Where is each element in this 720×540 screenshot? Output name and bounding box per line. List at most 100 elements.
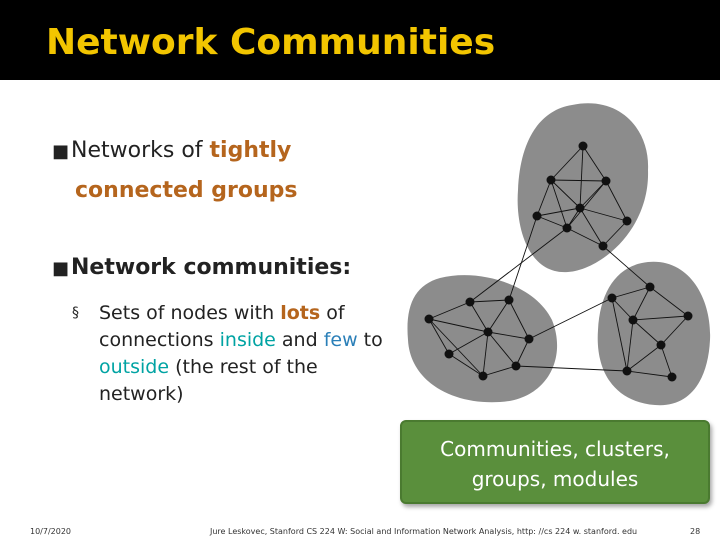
network-edge xyxy=(536,215,568,229)
network-edge xyxy=(508,215,538,301)
caption-line-2: groups, modules xyxy=(471,467,639,491)
network-node xyxy=(465,297,475,307)
sub-bullet-text: Sets of nodes with lots of connections i… xyxy=(99,300,398,408)
network-edge xyxy=(660,315,689,346)
bullet-square-icon: ■ xyxy=(52,258,70,279)
bullet-1-text-b: tightly xyxy=(209,138,292,163)
network-edge xyxy=(632,319,662,346)
network-node xyxy=(607,293,617,303)
network-edge xyxy=(566,180,607,229)
network-edge xyxy=(469,301,489,333)
network-node xyxy=(511,361,521,371)
network-edge xyxy=(487,331,517,367)
network-edge xyxy=(626,319,634,372)
network-edge xyxy=(602,220,628,247)
caption-text: Communities, clusters, groups, modules xyxy=(402,434,708,494)
network-edge xyxy=(428,318,489,333)
network-edge xyxy=(428,318,484,377)
sub-bullet-part: outside xyxy=(99,356,170,378)
network-node xyxy=(628,315,638,325)
network-edge xyxy=(448,353,484,377)
network-edge xyxy=(582,145,607,182)
community-blob xyxy=(407,275,558,403)
sub-bullet: § Sets of nodes with lots of connections… xyxy=(72,300,398,408)
network-edge xyxy=(579,207,604,247)
sub-bullet-part: and xyxy=(275,329,324,351)
network-edge xyxy=(579,145,584,209)
network-node xyxy=(546,175,556,185)
network-node xyxy=(424,314,434,324)
network-edge xyxy=(515,365,628,372)
network-edge xyxy=(626,370,673,378)
title-bar xyxy=(0,0,720,80)
network-edge xyxy=(536,179,552,217)
footer-page-number: 28 xyxy=(690,527,701,536)
network-node xyxy=(504,295,514,305)
network-edge xyxy=(602,245,651,288)
network-edge xyxy=(632,286,651,321)
network-edge xyxy=(487,299,510,333)
network-node xyxy=(524,334,534,344)
community-blob xyxy=(517,103,649,273)
slide-title: Network Communities xyxy=(46,22,496,63)
caption-box: Communities, clusters, groups, modules xyxy=(400,420,710,504)
network-node xyxy=(575,203,585,213)
network-node xyxy=(622,366,632,376)
network-node xyxy=(645,282,655,292)
network-edge xyxy=(579,180,607,209)
sub-bullet-part: of connections xyxy=(99,302,345,351)
bullet-2: ■Network communities: xyxy=(52,255,351,280)
sub-bullet-part: few xyxy=(323,329,358,351)
footer-citation: Jure Leskovec, Stanford CS 224 W: Social… xyxy=(210,527,638,536)
network-edge xyxy=(611,297,634,321)
network-edge xyxy=(508,299,530,340)
network-node xyxy=(483,327,493,337)
bullet-1: ■Networks of tightly xyxy=(52,138,291,163)
bullet-1-text-a: Networks of xyxy=(71,138,210,163)
community-blob xyxy=(597,261,711,406)
bullet-1-text-c: connected groups xyxy=(75,178,298,203)
network-edge xyxy=(611,286,651,299)
network-edge xyxy=(428,301,471,320)
sub-bullet-part: lots xyxy=(280,302,321,324)
network-node xyxy=(562,223,572,233)
sub-bullet-icon: § xyxy=(72,305,79,321)
network-edge xyxy=(550,179,581,209)
sub-bullet-part: to xyxy=(357,329,383,351)
bullet-2-text: Network communities: xyxy=(71,255,352,280)
network-node xyxy=(532,211,542,221)
network-edge xyxy=(448,331,489,355)
network-edge xyxy=(579,207,628,222)
network-edge xyxy=(515,338,530,367)
network-node xyxy=(444,349,454,359)
network-edge xyxy=(626,344,662,372)
network-node xyxy=(622,216,632,226)
network-edge xyxy=(660,344,673,378)
sub-bullet-part: Sets of nodes with xyxy=(99,302,281,324)
network-node xyxy=(578,141,588,151)
network-node xyxy=(656,340,666,350)
network-edge xyxy=(611,297,628,372)
sub-bullet-part: inside xyxy=(219,329,276,351)
network-node xyxy=(667,372,677,382)
network-edge xyxy=(487,331,530,340)
bullet-square-icon: ■ xyxy=(52,141,70,162)
network-edge xyxy=(632,315,689,321)
network-edge xyxy=(528,297,613,340)
network-node xyxy=(601,176,611,186)
network-edge xyxy=(469,227,568,303)
network-edge xyxy=(428,318,450,355)
caption-line-1: Communities, clusters, xyxy=(440,437,670,461)
sub-bullet-part: (the rest of the network) xyxy=(99,356,318,405)
network-edge xyxy=(469,299,510,303)
network-edge xyxy=(605,180,628,222)
network-edge xyxy=(550,179,568,229)
footer-date: 10/7/2020 xyxy=(30,527,72,536)
network-edge xyxy=(482,365,517,377)
network-edge xyxy=(536,207,581,217)
network-edge xyxy=(550,179,607,182)
network-node xyxy=(478,371,488,381)
network-node xyxy=(598,241,608,251)
network-edge xyxy=(566,227,604,247)
